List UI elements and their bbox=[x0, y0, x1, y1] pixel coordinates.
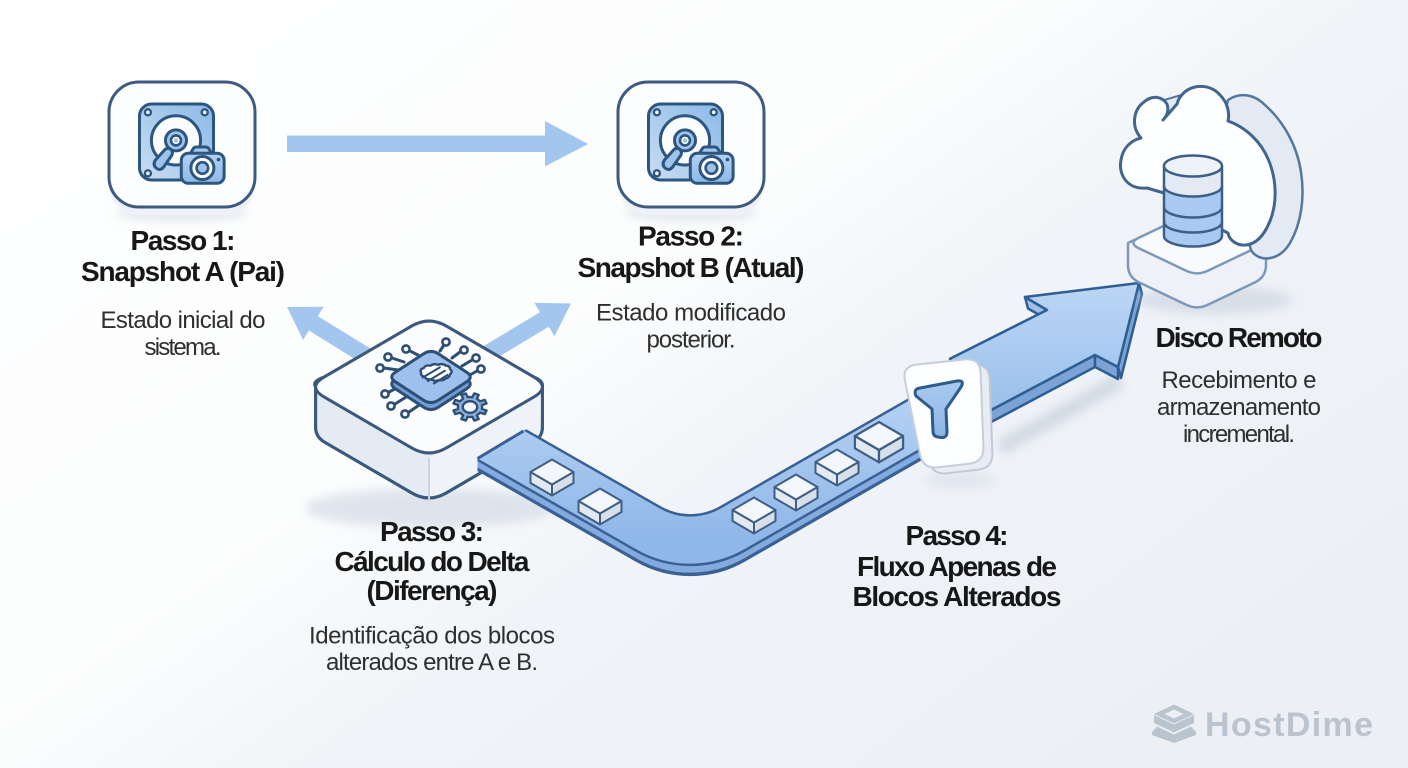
svg-text:Fluxo Apenas de: Fluxo Apenas de bbox=[857, 551, 1057, 582]
svg-text:alterados entre A e B.: alterados entre A e B. bbox=[326, 649, 538, 676]
svg-text:Passo 3:: Passo 3: bbox=[380, 516, 484, 547]
svg-text:armazenamento: armazenamento bbox=[1157, 394, 1321, 421]
svg-text:incremental.: incremental. bbox=[1183, 421, 1295, 448]
svg-text:Estado modificado: Estado modificado bbox=[596, 300, 786, 327]
svg-text:Passo 4:: Passo 4: bbox=[906, 520, 1009, 551]
svg-text:Recebimento e: Recebimento e bbox=[1162, 367, 1317, 394]
svg-text:Identificação dos blocos: Identificação dos blocos bbox=[309, 623, 555, 650]
svg-text:Passo 2:: Passo 2: bbox=[638, 221, 744, 252]
svg-text:posterior.: posterior. bbox=[647, 327, 736, 354]
svg-text:Estado inicial do: Estado inicial do bbox=[101, 307, 266, 334]
svg-text:Snapshot A (Pai): Snapshot A (Pai) bbox=[81, 256, 285, 287]
svg-text:Blocos Alterados: Blocos Alterados bbox=[853, 581, 1062, 612]
svg-text:HostDime: HostDime bbox=[1205, 706, 1373, 744]
svg-text:Passo 1:: Passo 1: bbox=[131, 225, 236, 256]
svg-text:Snapshot B (Atual): Snapshot B (Atual) bbox=[578, 252, 805, 283]
svg-text:Disco Remoto: Disco Remoto bbox=[1156, 322, 1323, 353]
svg-text:sistema.: sistema. bbox=[145, 334, 222, 361]
svg-text:Cálculo do Delta: Cálculo do Delta bbox=[335, 546, 530, 577]
svg-text:(Diferença): (Diferença) bbox=[367, 575, 498, 606]
